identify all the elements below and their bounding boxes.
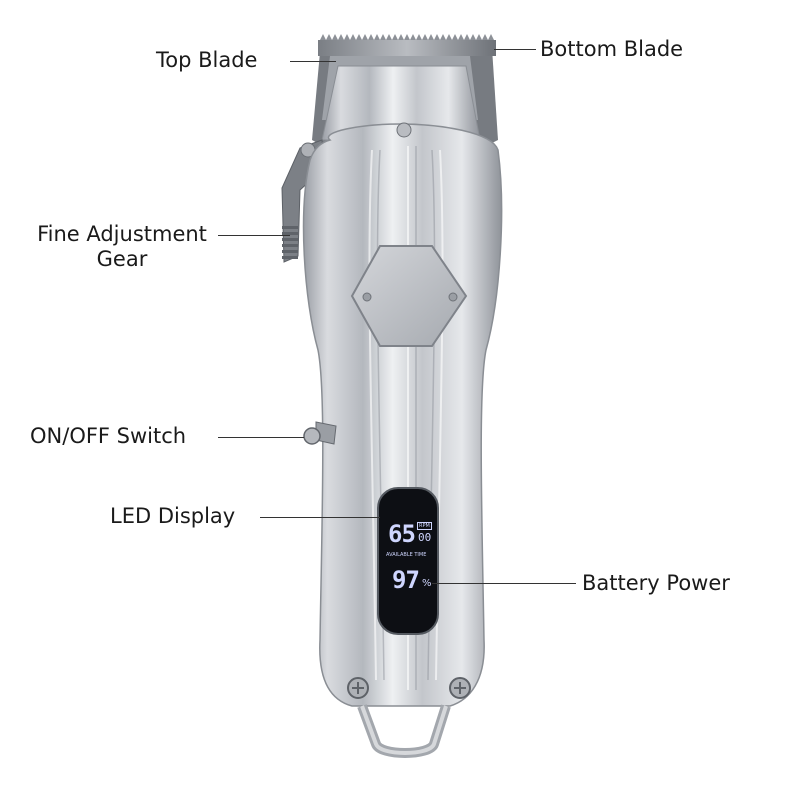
label-fine-adjustment-line1: Fine Adjustment <box>37 222 207 246</box>
on-off-switch[interactable] <box>303 421 337 445</box>
gear-notch <box>282 226 298 229</box>
gear-notch <box>282 238 298 241</box>
clipper-body <box>302 123 503 707</box>
blade-tooth <box>416 34 422 40</box>
blade-tooth <box>338 34 344 40</box>
top-screw-icon <box>396 122 412 138</box>
blade-tooth <box>386 34 392 40</box>
leader-bottom-blade <box>494 49 536 50</box>
blade-tooth <box>488 34 494 40</box>
leader-top-blade <box>290 61 336 62</box>
blade-tooth <box>458 34 464 40</box>
blade-tooth <box>332 34 338 40</box>
blade-tooth <box>476 34 482 40</box>
blade-tooth <box>350 34 356 40</box>
blade-tooth <box>320 34 326 40</box>
blade-tooth <box>362 34 368 40</box>
blade-tooth <box>464 34 470 40</box>
leader-fine-adjustment <box>218 235 290 236</box>
blade-tooth <box>356 34 362 40</box>
label-fine-adjustment-line2: Gear <box>96 247 148 271</box>
label-on-off-switch: ON/OFF Switch <box>30 424 187 448</box>
blade-tooth <box>428 34 434 40</box>
time-value: 65 <box>388 520 416 548</box>
label-top-blade: Top Blade <box>156 48 258 72</box>
blade-tooth <box>374 34 380 40</box>
led-display <box>377 487 439 635</box>
blade-tooth <box>482 34 488 40</box>
label-fine-adjustment: Fine Adjustment Gear <box>26 222 218 272</box>
gear-notch <box>282 256 298 259</box>
blade-tooth <box>452 34 458 40</box>
hex-plate <box>350 245 468 347</box>
label-battery-power: Battery Power <box>582 571 730 595</box>
blade-tooth <box>440 34 446 40</box>
rpm-tag: RPM <box>417 522 432 530</box>
blade-tooth <box>326 34 332 40</box>
blade-tooth <box>410 34 416 40</box>
label-bottom-blade: Bottom Blade <box>540 37 684 61</box>
gear-notch <box>282 250 298 253</box>
blade-tooth <box>344 34 350 40</box>
battery-value: 97 <box>392 566 420 594</box>
available-time-caption: AVAILABLE TIME <box>386 552 427 558</box>
blade-tooth <box>368 34 374 40</box>
label-led-display: LED Display <box>110 504 236 528</box>
blade-tooth <box>422 34 428 40</box>
leader-on-off-switch <box>218 437 304 438</box>
blade-tooth <box>392 34 398 40</box>
blade-tooth <box>398 34 404 40</box>
battery-unit: % <box>422 578 432 589</box>
blade-tooth <box>404 34 410 40</box>
blade-tooth <box>434 34 440 40</box>
time-unit: 00 <box>418 531 432 544</box>
blade-tooth <box>470 34 476 40</box>
leader-led-display <box>260 517 380 518</box>
gear-notch <box>282 244 298 247</box>
blade-tooth <box>446 34 452 40</box>
led-display-screen: 65 00 RPM AVAILABLE TIME 97 % <box>384 522 436 602</box>
blade-tooth <box>380 34 386 40</box>
leader-battery-power <box>432 583 576 584</box>
gear-notch <box>282 232 298 235</box>
